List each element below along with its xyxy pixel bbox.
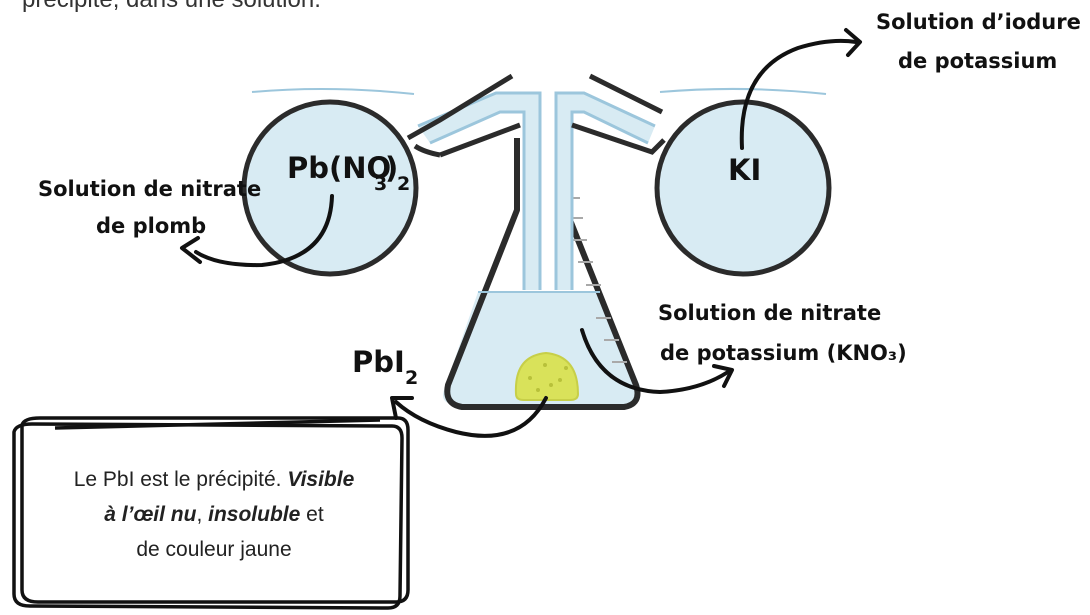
annotation-arrows <box>180 28 862 438</box>
note-et: et <box>300 503 324 526</box>
arrow-iodide-head <box>844 28 862 57</box>
pb-formula-close: ) <box>385 151 398 185</box>
note-oeil: à l’œil nu <box>104 503 197 526</box>
arrow-iodide <box>739 38 858 150</box>
pb-formula-main: Pb(NO <box>287 151 391 185</box>
left-round-flask <box>241 87 419 277</box>
connecting-tubes <box>406 73 666 290</box>
note-visible: Visible <box>287 468 355 491</box>
top-caption: précipité, dans une solution. <box>22 0 321 14</box>
arrow-kno3 <box>580 328 730 395</box>
arrow-lead-nitrate <box>194 194 334 268</box>
arrow-lead-nitrate-head <box>180 236 202 264</box>
kno3-label-line2: de potassium (KNO₃) <box>660 341 907 365</box>
arrow-kno3-head <box>712 364 734 388</box>
ki-formula: KI <box>728 153 761 187</box>
right-round-flask <box>654 87 832 277</box>
pbi2-formula-main: PbI <box>352 345 405 379</box>
note-part1: Le PbI est le précipité. <box>73 468 288 491</box>
pbi2-precipitate <box>514 351 580 401</box>
lead-nitrate-label-line2: de plomb <box>96 214 206 238</box>
arrow-pbi2-head <box>390 396 414 420</box>
arrow-pbi2 <box>394 396 548 438</box>
pb-formula-sub3: 3 <box>374 173 387 195</box>
note-line3: de couleur jaune <box>136 538 292 561</box>
note-comma: , <box>196 503 209 526</box>
pbi2-formula-sub: 2 <box>405 367 418 389</box>
iodide-label-line1: Solution d’iodure <box>876 10 1081 34</box>
note-insoluble: insoluble <box>208 503 301 526</box>
note-text: Le PbI est le précipité. Visible à l’œil… <box>26 462 402 567</box>
iodide-label-line2: de potassium <box>898 49 1057 73</box>
lead-nitrate-label-line1: Solution de nitrate <box>38 177 261 201</box>
kno3-label-line1: Solution de nitrate <box>658 301 881 325</box>
pb-formula-sub2: 2 <box>397 173 410 195</box>
note-box <box>12 416 410 610</box>
